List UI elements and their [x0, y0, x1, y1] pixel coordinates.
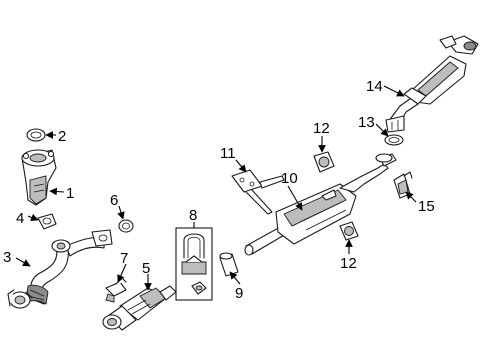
callout-6: 6 — [110, 192, 118, 209]
callout-11: 11 — [220, 145, 236, 162]
part-hanger-bracket-11 — [231, 169, 285, 215]
callout-3: 3 — [3, 249, 11, 266]
callout-2: 2 — [58, 128, 66, 145]
part-front-converter-1 — [21, 149, 57, 206]
callout-7: 7 — [120, 250, 128, 267]
leader-9 — [229, 271, 241, 285]
callout-12-upper: 12 — [313, 120, 330, 137]
leader-6 — [117, 205, 125, 220]
leader-10 — [287, 185, 303, 211]
part-heat-shield-15 — [393, 171, 413, 199]
callout-14: 14 — [366, 78, 383, 95]
leader-1 — [49, 187, 65, 196]
part-bracket-7 — [105, 277, 127, 303]
part-clamp-kit-8 — [175, 227, 213, 301]
part-front-pipe-3 — [7, 229, 113, 309]
part-gasket-6 — [118, 219, 134, 233]
leader-13 — [375, 123, 389, 137]
leader-7 — [117, 263, 127, 283]
part-muffler-assembly-10 — [244, 153, 397, 256]
leader-3 — [15, 257, 31, 267]
callout-10: 10 — [281, 170, 298, 187]
callout-13: 13 — [358, 114, 375, 131]
callout-5: 5 — [142, 260, 150, 277]
part-rear-converter-5 — [102, 285, 177, 331]
part-gasket-2 — [26, 128, 46, 142]
part-tailpipe-14 — [385, 35, 479, 133]
leader-4 — [27, 213, 39, 222]
part-insulator-12-lower — [339, 221, 359, 241]
callout-15: 15 — [418, 198, 435, 215]
callout-4: 4 — [16, 210, 24, 227]
callout-numbers: 1 2 3 4 5 6 7 8 9 10 11 12 12 13 14 15 — [3, 78, 435, 302]
part-gasket-13 — [384, 134, 404, 146]
part-sleeve-9 — [219, 252, 239, 277]
part-flange-gasket-4 — [37, 213, 57, 230]
callout-1: 1 — [66, 185, 74, 202]
part-insulator-12-upper — [313, 151, 335, 173]
leader-11 — [235, 159, 247, 173]
callout-12-lower: 12 — [340, 255, 357, 272]
callout-8: 8 — [189, 207, 197, 224]
callout-9: 9 — [235, 285, 243, 302]
leader-15 — [405, 191, 417, 203]
callout-leaders — [15, 85, 417, 291]
leader-14 — [383, 85, 405, 97]
